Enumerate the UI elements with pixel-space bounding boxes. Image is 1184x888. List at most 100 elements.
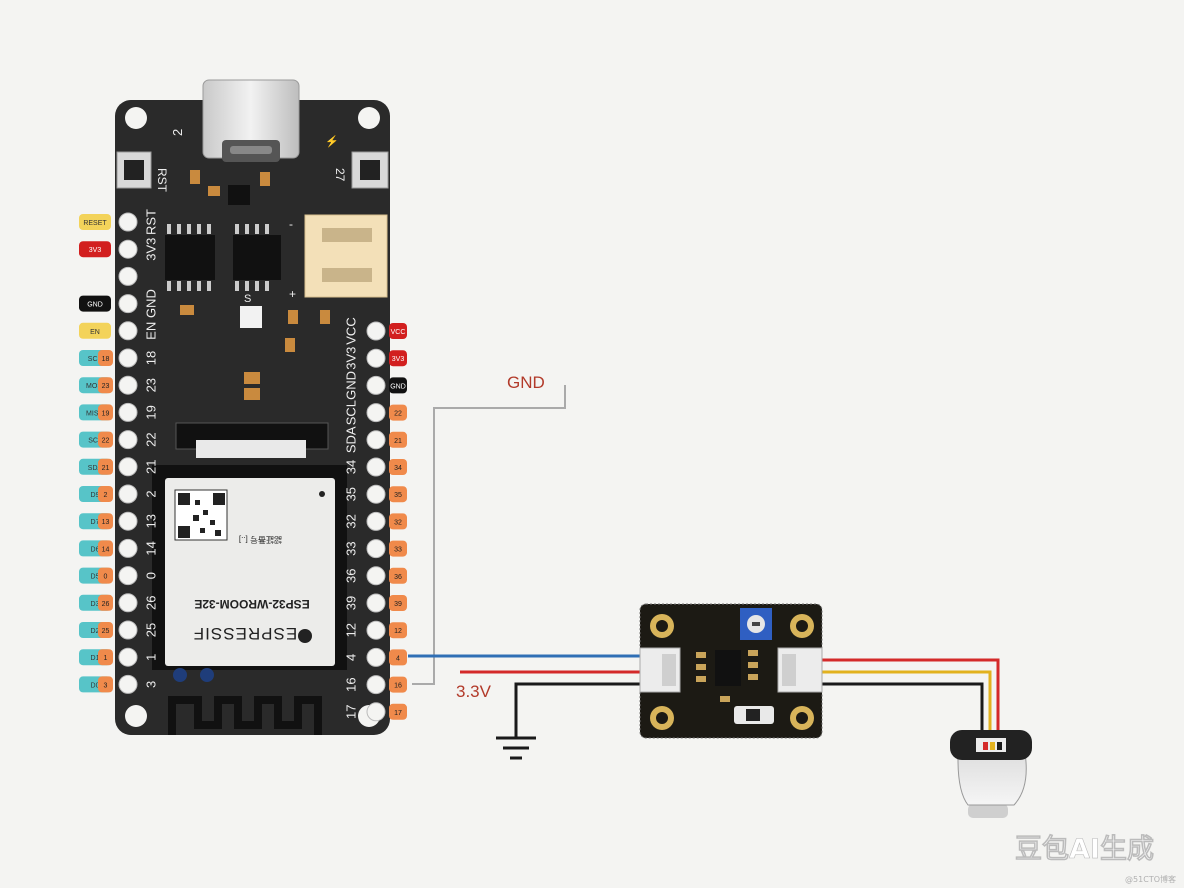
left-gpio-tag-text: 13 (102, 519, 110, 526)
left-gpio-tag (98, 567, 113, 584)
right-pin-hole (366, 566, 386, 586)
right-pin-tag (389, 513, 407, 530)
svg-text:-: - (289, 217, 293, 231)
right-pin-label: 35 (343, 487, 358, 501)
pin-2-top-label: 2 (170, 129, 185, 136)
left-pin-tag (79, 295, 111, 312)
left-gpio-tag (98, 486, 113, 502)
svg-text:S: S (244, 293, 251, 305)
left-gpio-tag (98, 513, 113, 530)
left-pin-tag-text: MISO (86, 410, 104, 417)
module-name: ESP32-WROOM-32E (194, 597, 309, 611)
left-gpio-tag (98, 676, 113, 693)
right-pin-tag-text: 35 (394, 492, 402, 499)
left-pin-tag-text: D9 (91, 492, 100, 499)
left-pin-tag (79, 322, 111, 339)
left-gpio-tag (98, 649, 113, 666)
left-gpio-tag-text: 23 (102, 383, 110, 390)
right-pin-label: SDA (343, 426, 358, 453)
left-pin-tag-text: SCK (88, 356, 103, 363)
left-pin-tag-text: MOSI (86, 383, 104, 390)
left-pin-tag-text: EN (90, 329, 100, 336)
right-pin-tag-text: 39 (394, 601, 402, 608)
left-gpio-tag-text: 2 (104, 492, 108, 499)
right-pin-hole (366, 539, 386, 559)
right-pin-tag (389, 676, 407, 693)
left-pin-hole (118, 457, 138, 477)
left-pin-hole (118, 647, 138, 667)
left-pin-label: GND (143, 289, 158, 318)
right-pin-hole (366, 484, 386, 504)
left-pin-label: 0 (143, 572, 158, 579)
left-pin-label: 2 (143, 490, 158, 497)
left-pin-hole (118, 266, 138, 286)
right-pin-label: 12 (343, 623, 358, 637)
right-pin-tag-text: 16 (394, 683, 402, 690)
right-pin-tag (389, 431, 407, 448)
sensor-adapter-board (639, 603, 823, 739)
right-pin-tag (389, 595, 407, 611)
right-pin-tag (389, 459, 407, 475)
left-gpio-tag-text: 18 (102, 356, 110, 363)
right-pin-label: 3V3 (343, 347, 358, 370)
left-gpio-tag-text: 26 (102, 601, 110, 608)
right-pin-hole (366, 321, 386, 341)
right-pin-tag (389, 622, 407, 639)
left-pin-hole (118, 321, 138, 341)
right-pin-tag-text: 21 (394, 438, 402, 445)
input-connector (639, 647, 681, 693)
right-pin-hole (366, 647, 386, 667)
smd-components (180, 170, 330, 400)
rst-button[interactable] (116, 151, 152, 189)
watermark: 豆包AI生成 @51CTO博客 (1015, 833, 1176, 884)
right-pin-tag (389, 703, 407, 720)
right-pin-tag-text: 3V3 (392, 356, 405, 363)
right-pin-tag-text: 32 (394, 519, 402, 526)
right-pin-hole (366, 702, 386, 722)
right-pin-tag-text: 36 (394, 574, 402, 581)
right-pin-tag (389, 567, 407, 584)
module-brand: ESPRESSIF (193, 624, 297, 643)
battery-connector: - + (289, 214, 388, 301)
right-pin-tag-text: VCC (391, 329, 406, 336)
right-pin-label: 34 (343, 460, 358, 474)
output-connector (777, 647, 823, 693)
right-pin-label: 17 (343, 705, 358, 719)
left-pin-hole (118, 538, 138, 558)
gpio27-button[interactable] (351, 151, 389, 189)
left-pin-hole (118, 375, 138, 395)
left-pin-hole (118, 593, 138, 613)
right-pin-hole (366, 348, 386, 368)
right-pin-tag-text: 34 (394, 465, 402, 472)
sensor-chip (715, 650, 741, 686)
right-pin-tag (389, 377, 407, 394)
right-pin-label: 33 (343, 541, 358, 555)
gnd-label: GND (507, 373, 545, 392)
left-pin-hole (118, 239, 138, 259)
left-pin-tag (79, 241, 111, 258)
left-pin-tag-text: 3V3 (89, 247, 102, 254)
left-gpio-tag-text: 0 (104, 574, 108, 581)
left-pin-label: 14 (143, 541, 158, 555)
left-pin-hole (118, 348, 138, 368)
left-gpio-tag-text: 19 (102, 410, 110, 417)
left-pin-label: EN (143, 322, 158, 340)
left-pin-hole (118, 674, 138, 694)
right-pin-hole (366, 620, 386, 640)
right-pin-hole (366, 457, 386, 477)
wire-sensor-black (818, 682, 984, 748)
module-cert-text: 認証番号 [..] (239, 535, 282, 545)
right-pin-hole (366, 511, 386, 531)
right-pin-tag-text: 4 (396, 655, 400, 662)
reset-led (240, 306, 262, 328)
wire-sensor-yellow (818, 670, 992, 748)
left-pin-tag-text: D7 (91, 519, 100, 526)
svg-text:+: + (289, 287, 296, 301)
right-pin-hole (366, 375, 386, 395)
right-pin-tag-text: 33 (394, 547, 402, 554)
right-pin-tag (389, 350, 407, 367)
right-pin-label: GND (343, 371, 358, 400)
